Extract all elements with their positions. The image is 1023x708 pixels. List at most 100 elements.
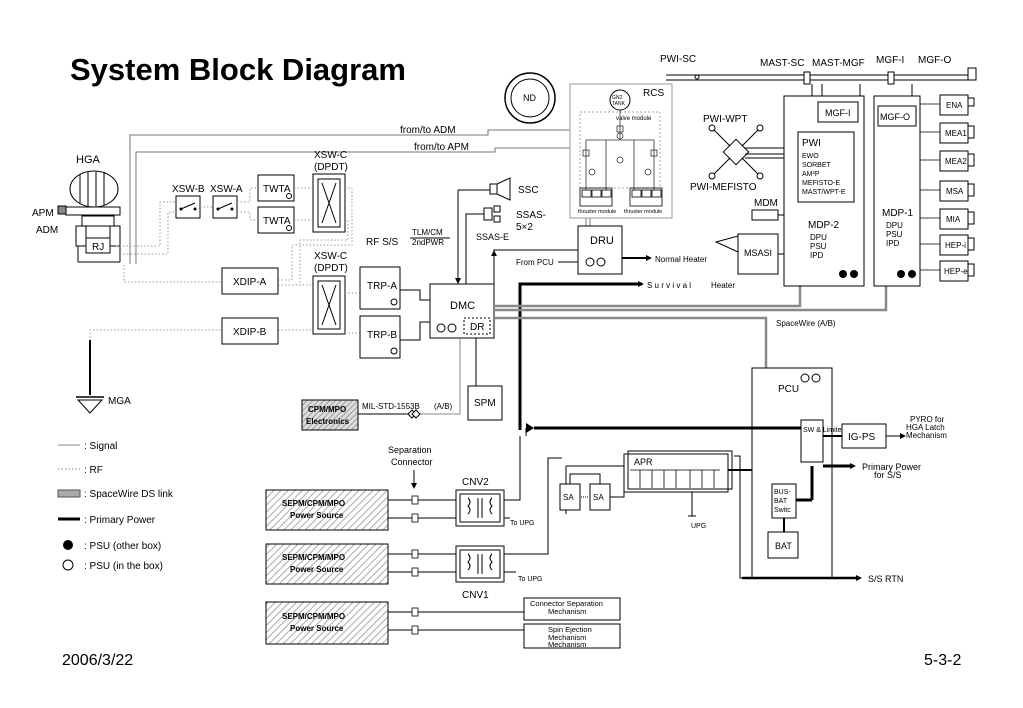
mdp-1-ipd: IPD bbox=[886, 239, 900, 248]
separation-label: Separation bbox=[388, 445, 432, 455]
thruster-modules bbox=[579, 187, 663, 207]
spacewire-links bbox=[494, 286, 888, 368]
dru-label: DRU bbox=[590, 235, 614, 247]
mil-std-label: MIL-STD-1553B bbox=[362, 402, 420, 411]
mgf-i-box bbox=[817, 101, 859, 123]
sw-limiter-box bbox=[800, 419, 824, 463]
hga-label: HGA bbox=[76, 154, 101, 166]
adm-label: ADM bbox=[36, 225, 58, 236]
xsw-b-box bbox=[175, 195, 201, 219]
cnv2-to-upg: To UPG bbox=[510, 520, 535, 527]
xsw-c-top-dpdt: (DPDT) bbox=[314, 162, 348, 173]
cpm-mpo-electronics-box bbox=[301, 399, 359, 431]
cnv1-label: CNV1 bbox=[462, 590, 489, 601]
rcs-label: RCS bbox=[643, 88, 664, 99]
pwi-wpt-label: PWI-WPT bbox=[703, 114, 747, 125]
apr-region bbox=[565, 450, 752, 579]
rf-lines bbox=[89, 187, 360, 340]
from-adm-label: from/to ADM bbox=[400, 125, 456, 136]
dr-box bbox=[463, 317, 491, 335]
legend-spacewire-swatch bbox=[57, 489, 81, 498]
bus-bat-switch-box bbox=[771, 483, 797, 519]
apr-label: APR bbox=[634, 457, 653, 467]
ena-label: ENA bbox=[946, 101, 963, 110]
mgf-o-box bbox=[877, 105, 917, 127]
pwi-label: PWI bbox=[802, 138, 821, 149]
ssc-sensor bbox=[489, 177, 511, 201]
msasi-box bbox=[737, 233, 779, 275]
tank-label: TANK bbox=[612, 101, 626, 107]
pcu-label: PCU bbox=[778, 384, 799, 395]
ss-rtn-label: S/S RTN bbox=[868, 574, 903, 584]
electronics-label: Electronics bbox=[306, 417, 350, 426]
mgf-i-box-label: MGF-I bbox=[825, 108, 851, 118]
dmc-label: DMC bbox=[450, 300, 475, 312]
trp-a-label: TRP-A bbox=[367, 281, 397, 292]
valve-module-label: valve module bbox=[616, 116, 652, 122]
mdp-2-dpu: DPU bbox=[810, 233, 827, 242]
dr-label: DR bbox=[470, 322, 484, 333]
mast-mgf-label: MAST-MGF bbox=[812, 58, 865, 69]
separation-connector-symbol bbox=[407, 409, 421, 419]
pwi-box bbox=[797, 131, 855, 203]
mechanism-label: Mechanism bbox=[906, 431, 947, 440]
mdp-1-label: MDP-1 bbox=[882, 208, 914, 219]
pwi-mefisto-label: PWI-MEFISTO bbox=[690, 182, 757, 193]
legend-psu-other-swatch bbox=[63, 540, 73, 550]
legend-signal-label: : Signal bbox=[84, 441, 117, 452]
power-source-wiring bbox=[388, 436, 562, 631]
spin-ejection-mechanism-box bbox=[523, 623, 621, 649]
power-source-3-line2: Power Source bbox=[290, 624, 344, 633]
hep-i-label: HEP-i bbox=[945, 241, 966, 250]
xsw-a-box bbox=[212, 195, 238, 219]
ig-ps-box bbox=[841, 423, 887, 449]
survival-power-line bbox=[518, 282, 642, 430]
apm-label: APM bbox=[32, 208, 54, 219]
bat-box bbox=[767, 531, 799, 559]
mast-wpt-label: MAST/WPT-E bbox=[802, 189, 846, 196]
legend-psu-other-label: : PSU (other box) bbox=[84, 541, 161, 552]
spm-label: SPM bbox=[474, 398, 496, 409]
for-ss-label: for S/S bbox=[874, 470, 902, 480]
trp-b-label: TRP-B bbox=[367, 330, 397, 341]
rj-label: RJ bbox=[92, 242, 104, 253]
footer-date: 2006/3/22 bbox=[62, 652, 134, 669]
pyro-label: PYRO for bbox=[910, 415, 945, 424]
conn-sep-mech-label: Mechanism bbox=[548, 607, 586, 616]
rcs-piping bbox=[582, 110, 658, 190]
legend-spacewire-label: : SpaceWire DS link bbox=[84, 489, 174, 500]
mea1-label: MEA1 bbox=[945, 129, 967, 138]
primary-power-lines bbox=[534, 426, 852, 502]
ab-label: (A/B) bbox=[434, 402, 453, 411]
legend-rf-label: : RF bbox=[84, 465, 103, 476]
power-source-1-line1: SEPM/CPM/MPO bbox=[282, 499, 345, 508]
power-source-1-box bbox=[265, 489, 389, 531]
legend-psu-in-swatch bbox=[62, 559, 74, 571]
survival-label: S u r v i v a l bbox=[647, 281, 691, 290]
power-source-2-line2: Power Source bbox=[290, 565, 344, 574]
hga-latch-label: HGA Latch bbox=[906, 423, 945, 432]
cnv2-label: CNV2 bbox=[462, 477, 489, 488]
sorbet-label: SORBET bbox=[802, 162, 832, 169]
ssas-x2-label: 5×2 bbox=[516, 222, 533, 233]
xdip-a-label: XDIP-A bbox=[233, 277, 267, 288]
apr-upg-label: UPG bbox=[691, 523, 706, 530]
amp2-label: AM²P bbox=[802, 171, 820, 178]
mdp-1-box bbox=[873, 95, 921, 287]
ssas-label: SSAS- bbox=[516, 210, 546, 221]
tlm-cm-label: TLM/CM bbox=[412, 228, 443, 237]
legend-psu-in-label: : PSU (in the box) bbox=[84, 561, 163, 572]
mdp-1-sensors bbox=[920, 94, 975, 282]
cnv1-to-upg: To UPG bbox=[518, 576, 543, 583]
xsw-b-label: XSW-B bbox=[172, 184, 205, 195]
rf-ss-label: RF S/S bbox=[366, 237, 399, 248]
nd-label: ND bbox=[523, 93, 536, 103]
legend: : Signal : RF : SpaceWire DS link : Prim… bbox=[57, 441, 174, 572]
ewo-label: EWO bbox=[802, 153, 819, 160]
sa-2-label: SA bbox=[593, 493, 604, 502]
bat-label: BAT bbox=[775, 541, 792, 551]
sa-1-label: SA bbox=[563, 493, 574, 502]
ig-ps-label: IG-PS bbox=[848, 432, 876, 443]
mdp-1-psu: PSU bbox=[886, 230, 903, 239]
mdp-1-dpu: DPU bbox=[886, 221, 903, 230]
